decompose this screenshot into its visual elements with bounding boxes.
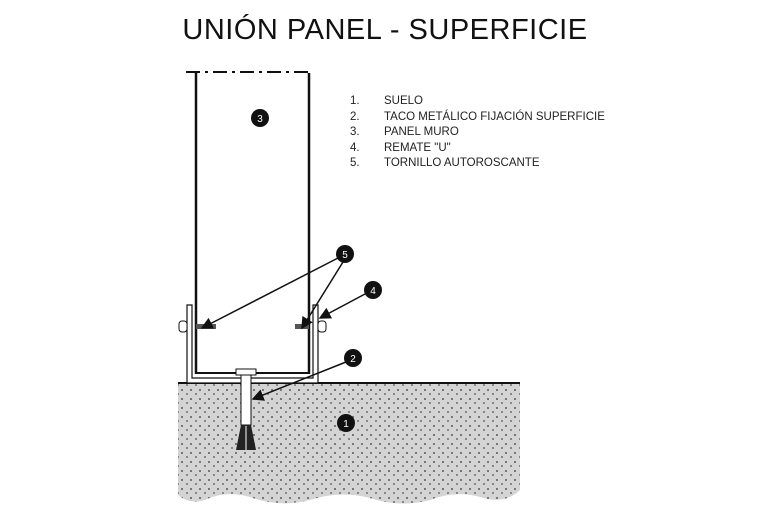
legend-item: 5. TORNILLO AUTOROSCANTE [350,156,605,172]
callout-5: 5 [336,245,354,263]
legend-number: 4. [350,141,360,154]
callout-number: 5 [342,250,348,261]
legend-label: SUELO [384,95,423,107]
callout-number: 3 [257,114,263,125]
legend-number: 5. [350,157,360,169]
u-channel-trim [186,304,319,384]
callout-number: 2 [350,354,356,365]
legend-label: TORNILLO AUTOROSCANTE [384,157,540,169]
callout-1: 1 [337,414,355,432]
self-tapping-screw-left [178,320,216,333]
legend-label: TACO METÁLICO FIJACIÓN SUPERFICIE [384,110,605,123]
callout-3: 3 [251,109,269,127]
callout-2: 2 [344,349,362,367]
legend-number: 2. [350,110,360,123]
callout-4: 4 [364,281,382,299]
metal-anchor [235,368,257,450]
self-tapping-screw-right [295,320,327,333]
legend-item: 3. PANEL MURO [350,125,605,141]
legend-number: 1. [350,95,360,107]
legend-item: 2. TACO METÁLICO FIJACIÓN SUPERFICIE [350,110,605,126]
legend-label: PANEL MURO [384,126,459,138]
callout-number: 1 [343,419,349,430]
legend-number: 3. [350,126,360,138]
callout-number: 4 [370,286,376,297]
legend-item: 4. REMATE "U" [350,141,605,157]
ground-floor [178,383,520,504]
legend-item: 1. SUELO [350,94,605,110]
legend: 1. SUELO 2. TACO METÁLICO FIJACIÓN SUPERFI… [350,94,605,172]
diagram-title: UNIÓN PANEL - SUPERFICIE [182,14,588,46]
legend-label: REMATE "U" [384,141,451,154]
